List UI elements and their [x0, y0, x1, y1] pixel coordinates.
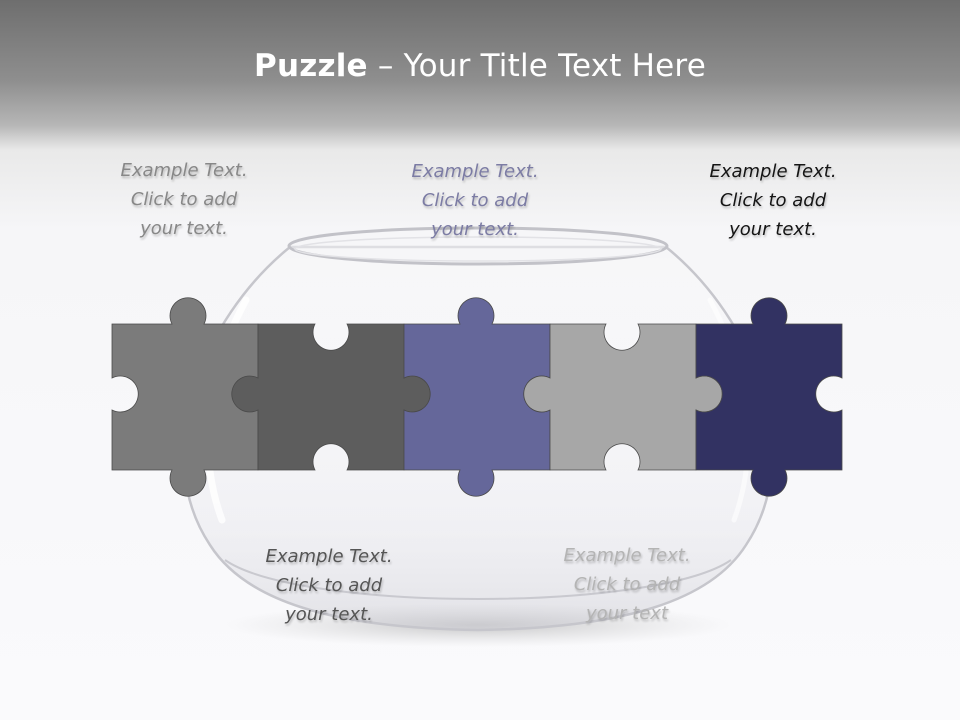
caption-line: Click to add	[275, 575, 383, 596]
caption-line: Example Text.	[120, 160, 248, 181]
caption-line: Click to add	[573, 574, 681, 595]
caption-piece-5[interactable]: Example Text. Click to add your text.	[658, 157, 888, 244]
caption-piece-3[interactable]: Example Text. Click to add your text.	[360, 157, 590, 244]
caption-line: your text	[585, 603, 669, 624]
title-rest-part: – Your Title Text Here	[367, 48, 706, 84]
slide-title[interactable]: Puzzle – Your Title Text Here	[0, 48, 960, 84]
caption-piece-4[interactable]: Example Text. Click to add your text	[512, 541, 742, 628]
caption-piece-1[interactable]: Example Text. Click to add your text.	[69, 156, 299, 243]
caption-line: Click to add	[130, 189, 238, 210]
caption-line: Example Text.	[411, 161, 539, 182]
caption-line: your text.	[285, 604, 373, 625]
caption-line: your text.	[431, 219, 519, 240]
caption-line: Click to add	[421, 190, 529, 211]
caption-line: Click to add	[719, 190, 827, 211]
puzzle-piece-5[interactable]	[695, 297, 843, 497]
caption-line: Example Text.	[709, 161, 837, 182]
puzzle-row	[111, 297, 843, 497]
caption-line: Example Text.	[265, 546, 393, 567]
title-bold-part: Puzzle	[254, 48, 368, 84]
caption-line: Example Text.	[563, 545, 691, 566]
caption-line: your text.	[729, 219, 817, 240]
caption-piece-2[interactable]: Example Text. Click to add your text.	[214, 542, 444, 629]
caption-line: your text.	[140, 218, 228, 239]
